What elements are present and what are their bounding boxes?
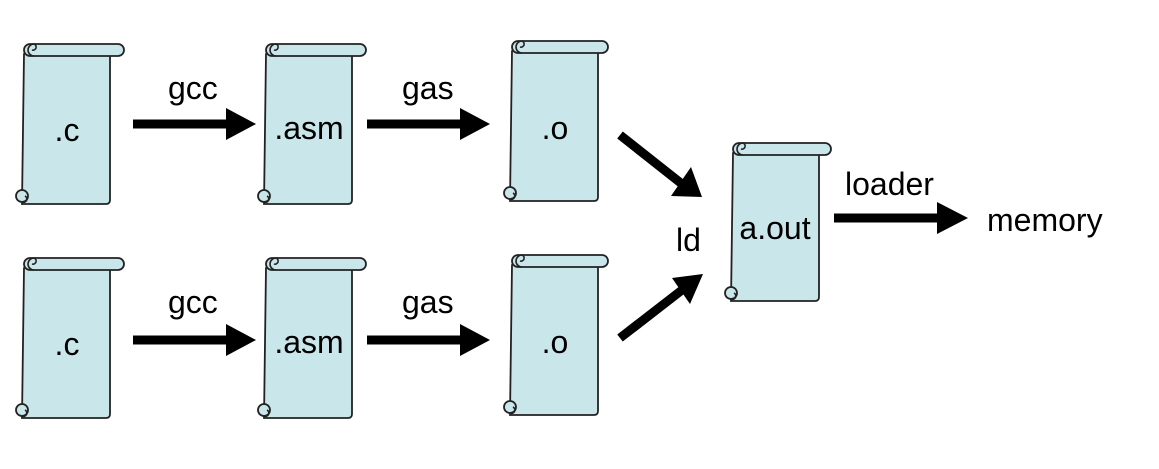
node-asm-bottom: .asm xyxy=(274,324,344,360)
edge-label-gcc-top: gcc xyxy=(168,70,218,106)
node-o-top: .o xyxy=(541,110,569,146)
node-asm-top: .asm xyxy=(274,110,344,146)
arrow-gas-top xyxy=(367,108,490,140)
node-memory: memory xyxy=(987,202,1103,238)
node-c-bottom: .c xyxy=(54,326,80,362)
node-o-bottom: .o xyxy=(541,324,569,360)
scroll-o-bottom xyxy=(503,254,609,416)
edge-label-gas-bottom: gas xyxy=(402,284,454,320)
scroll-c-bottom xyxy=(15,257,125,419)
scroll-c-top xyxy=(15,43,125,205)
scroll-asm-bottom xyxy=(257,257,367,419)
arrow-ld-from-top xyxy=(617,131,702,197)
arrow-ld-from-bottom xyxy=(617,274,703,342)
edge-label-gas-top: gas xyxy=(402,70,454,106)
scroll-o-top xyxy=(503,40,609,202)
edge-label-ld: ld xyxy=(676,222,701,258)
arrow-loader xyxy=(834,202,968,234)
arrow-gcc-top xyxy=(133,108,256,140)
node-aout: a.out xyxy=(739,210,811,246)
scroll-aout xyxy=(724,142,832,302)
node-c-top: .c xyxy=(54,112,80,148)
arrow-gcc-bottom xyxy=(133,324,256,356)
edge-label-loader: loader xyxy=(845,166,934,202)
edge-label-gcc-bottom: gcc xyxy=(168,284,218,320)
arrow-gas-bottom xyxy=(367,324,490,356)
scroll-asm-top xyxy=(257,43,367,205)
